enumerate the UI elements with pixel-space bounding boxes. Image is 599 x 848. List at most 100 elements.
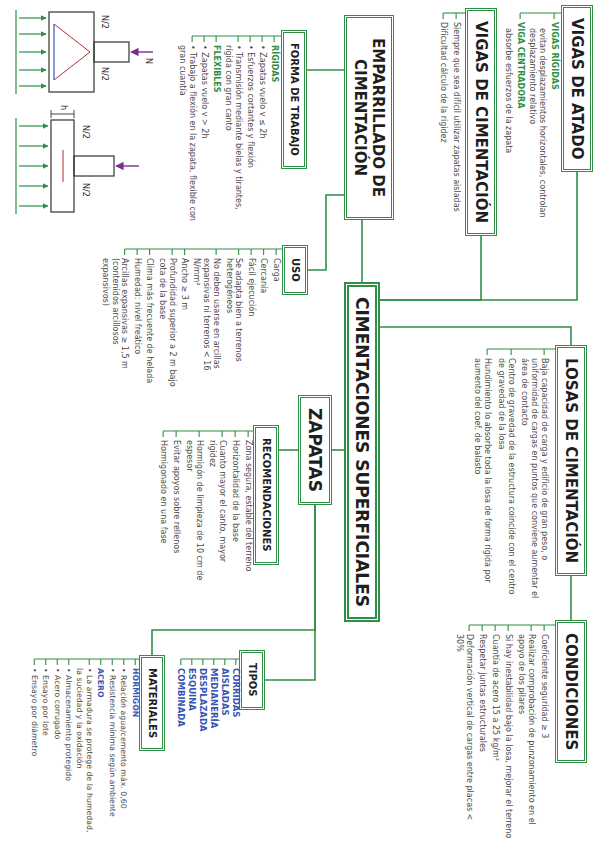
branch-note: No deben usarse en arcillas expansivas n… [192,258,221,393]
branch-note: Profundidad superior a 2 m bajo cota de … [158,258,178,393]
branch-note: Cercanía [259,258,269,393]
branch-tick [202,659,203,665]
branch-tick [176,431,177,437]
branch-connector [361,220,363,282]
branch-note: evitan desplazamientos horizontales, con… [528,28,548,227]
branch-tick [213,659,214,665]
branch-note: • La armadura se protege de la humedad, … [75,668,94,840]
branch-note: • Ensayo por lote [41,668,51,840]
branch-tick [554,13,555,19]
branch-tick [191,659,192,665]
topic-title: RECOMENDACIONES [260,438,272,552]
branch-connector [279,449,298,451]
branch-note: Si hay inestabilidad bajo la losa, mejor… [503,634,513,839]
branch-note: Deformación vertical de cargas entre pla… [455,634,475,839]
branch-tick [238,36,239,42]
topic-box: MATERIALES [139,655,165,751]
branch-note: Carga [271,258,281,393]
branch-note: Cuanto mayor el canto, mayor rigidez [208,440,228,590]
branch-tick [250,36,251,42]
topic-box: VIGAS DE CIMENTACIÓN [465,8,497,236]
branch-tick [222,431,223,437]
branch-tick [511,349,512,355]
topic-box: ZAPATAS [298,395,332,505]
force-label: N/2 [99,66,109,82]
branch-note: • Almacenamiento protegido [64,668,74,840]
branch-heading: COMBINADA [176,668,186,768]
branch-note: Centro de gravedad de la estructura coin… [497,358,517,603]
branch-spine [181,658,239,659]
branch-tick [456,13,457,19]
branch-heading: VIGAS RÍGIDAS [549,22,559,227]
branch-note: • Zapatas vuelo v > 2h [199,45,209,230]
branch-note: Cuantía de acero 15 a 25 kg/m² [490,634,500,839]
branch-tick [544,625,545,631]
branch-note: • Esfuerzos cortantes y flexión [245,45,255,230]
branch-tick [124,249,125,255]
branch-note: • Zapatas vuelo v ≤ 2h [257,45,267,230]
branch-tick [469,625,470,631]
branch-tick [149,249,150,255]
branch-note: Horizontalidad de la base [230,440,240,590]
topic-box: FORMA DE TRABAJO [281,30,307,169]
branch-tick [443,13,444,19]
branch-tick [235,659,236,665]
branch-tick [184,249,185,255]
branch-heading: CORRIDAS [231,668,241,768]
branch-tick [180,659,181,665]
branch-note: Ancho ≥ 3 m [180,258,190,393]
branch-note: Hundimiento lo absorbe toda la losa de f… [473,358,493,603]
branch-tick [482,625,483,631]
branch-tick [135,659,136,665]
force-label: N/2 [80,124,90,140]
branch-spine [125,248,282,249]
branch-heading: FLEXIBLES [211,45,221,230]
branch-note: Baja capacidad de carga y edificio de gr… [520,358,549,603]
branch-heading: VIGA CENTRADORA [515,22,525,227]
branch-tick [172,249,173,255]
topic-title: VIGAS DE CIMENTACIÓN [472,21,490,223]
topic-box: VIGAS DE ATADO [561,5,593,172]
branch-tick [216,36,217,42]
branch-tick [248,431,249,437]
branch-note: Fácil ejecución [246,258,256,393]
force-label: N/2 [80,182,90,198]
branch-note: Siempre que sea difícil utilizar zapatas… [451,22,461,227]
branch-spine [487,348,555,349]
topic-title: ZAPATAS [305,408,325,492]
branch-tick [100,659,101,665]
branch-note: Realizar comprobación de punzonamiento e… [517,634,537,839]
branch-note: Se adapta bien a terrenos heterogéneos [224,258,244,393]
branch-spine [520,12,561,13]
branch-note: Clima más frecuente de helada [145,258,155,393]
topic-box: EMPARRILLADO DE CIMENTACIÓN [344,15,394,220]
branch-tick [123,659,124,665]
topic-title: EMPARRILLADO DE CIMENTACIÓN [351,28,387,207]
branch-tick [204,36,205,42]
topic-title: CIMENTACIONES SUPERFICIALES [352,297,372,607]
topic-title: TIPOS [246,663,258,697]
branch-tick [45,659,46,665]
branch-connector [380,327,571,345]
topic-box: USO [282,245,308,295]
branch-heading: DESPLAZADA [198,668,208,768]
branch-heading: HORMIGÓN [131,668,141,840]
branch-heading: AISLADAS [220,668,230,768]
branch-tick [57,659,58,665]
branch-connector [570,576,572,620]
branch-note: Coeficiente seguridad ≥ 3 [539,634,549,839]
topic-box: LOSAS DE CIMENTACIÓN [555,345,587,576]
branch-tick [238,249,239,255]
branch-connector [380,236,481,300]
topic-title: CONDICIONES [562,633,580,750]
topic-title: FORMA DE TRABAJO [288,43,300,156]
branch-tick [508,625,509,631]
branch-note: • Ensayo por diámetro [30,668,40,840]
branch-tick [235,431,236,437]
branch-note: • Relación agua/cemento máx. 0,60 [119,668,129,840]
central-topic-box: CIMENTACIONES SUPERFICIALES [344,282,380,622]
branch-connector [307,69,344,71]
branch-tick [531,625,532,631]
branch-note: Respetar juntas estructurales [477,634,487,839]
